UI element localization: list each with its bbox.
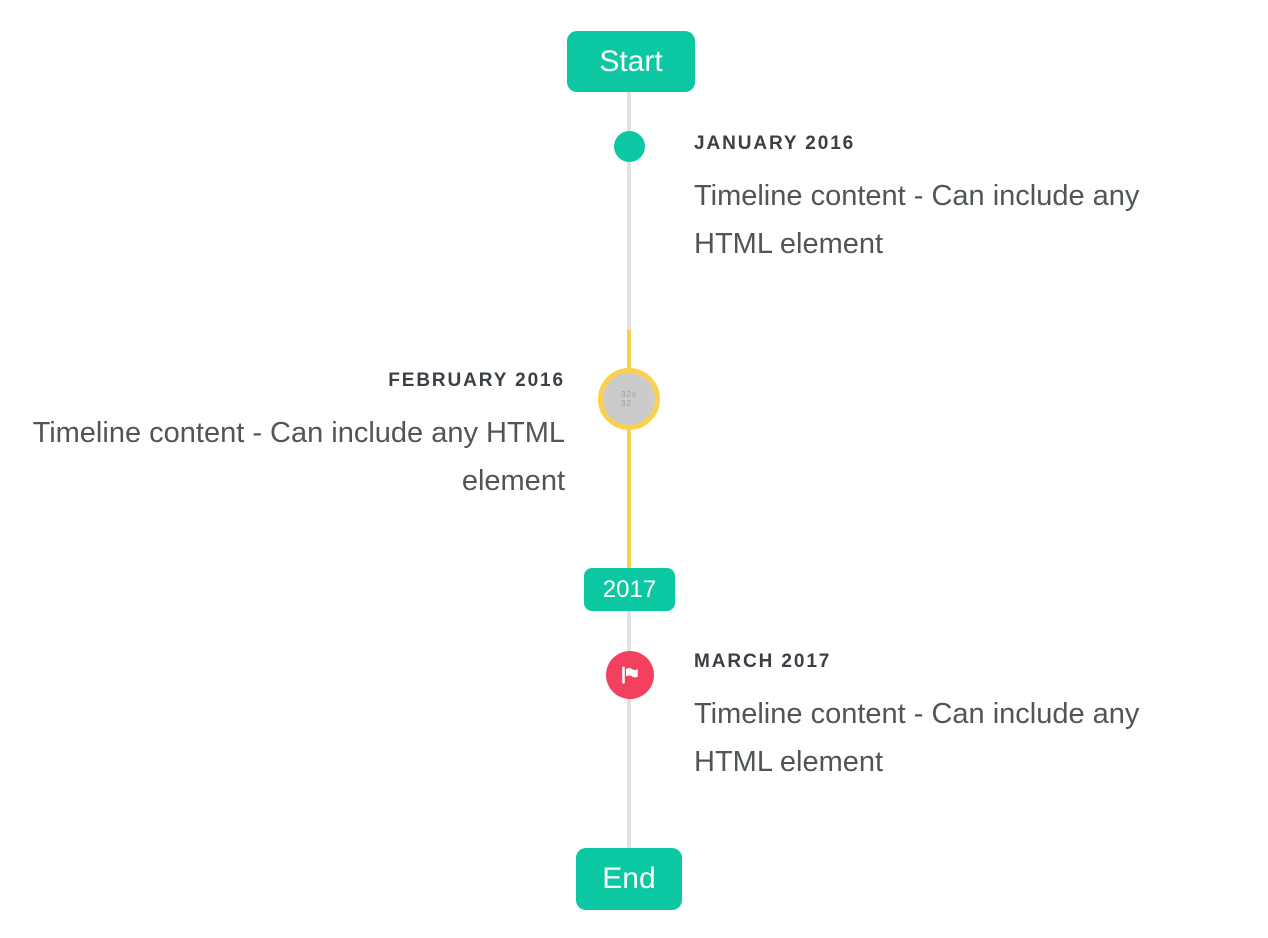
- timeline-marker-january-dot: [614, 131, 645, 162]
- timeline-item-title: JANUARY 2016: [694, 133, 856, 154]
- timeline-item-title: MARCH 2017: [694, 651, 832, 672]
- timeline-item-march: MARCH 2017 Timeline content - Can includ…: [694, 650, 1219, 786]
- flag-icon: [618, 663, 642, 687]
- timeline-marker-february-image: 32x32: [598, 368, 660, 430]
- timeline-item-body: Timeline content - Can include any HTML …: [694, 180, 1140, 260]
- broken-image-alt-text: 32x32: [621, 389, 637, 408]
- timeline-line-bottom-segment: [627, 611, 631, 848]
- timeline-start-badge: Start: [567, 31, 695, 92]
- timeline-line-top-segment: [627, 92, 631, 330]
- timeline-item-body: Timeline content - Can include any HTML …: [32, 417, 565, 497]
- timeline-line-highlighted-segment: [627, 330, 631, 568]
- timeline-item-february: FEBRUARY 2016 Timeline content - Can inc…: [5, 369, 565, 505]
- timeline-item-title: FEBRUARY 2016: [388, 370, 565, 391]
- timeline-marker-march-flag: [606, 651, 654, 699]
- timeline-item-body: Timeline content - Can include any HTML …: [694, 698, 1140, 778]
- timeline-period-2017-badge: 2017: [584, 568, 675, 611]
- timeline-item-january: JANUARY 2016 Timeline content - Can incl…: [694, 132, 1219, 268]
- timeline-end-badge: End: [576, 848, 682, 910]
